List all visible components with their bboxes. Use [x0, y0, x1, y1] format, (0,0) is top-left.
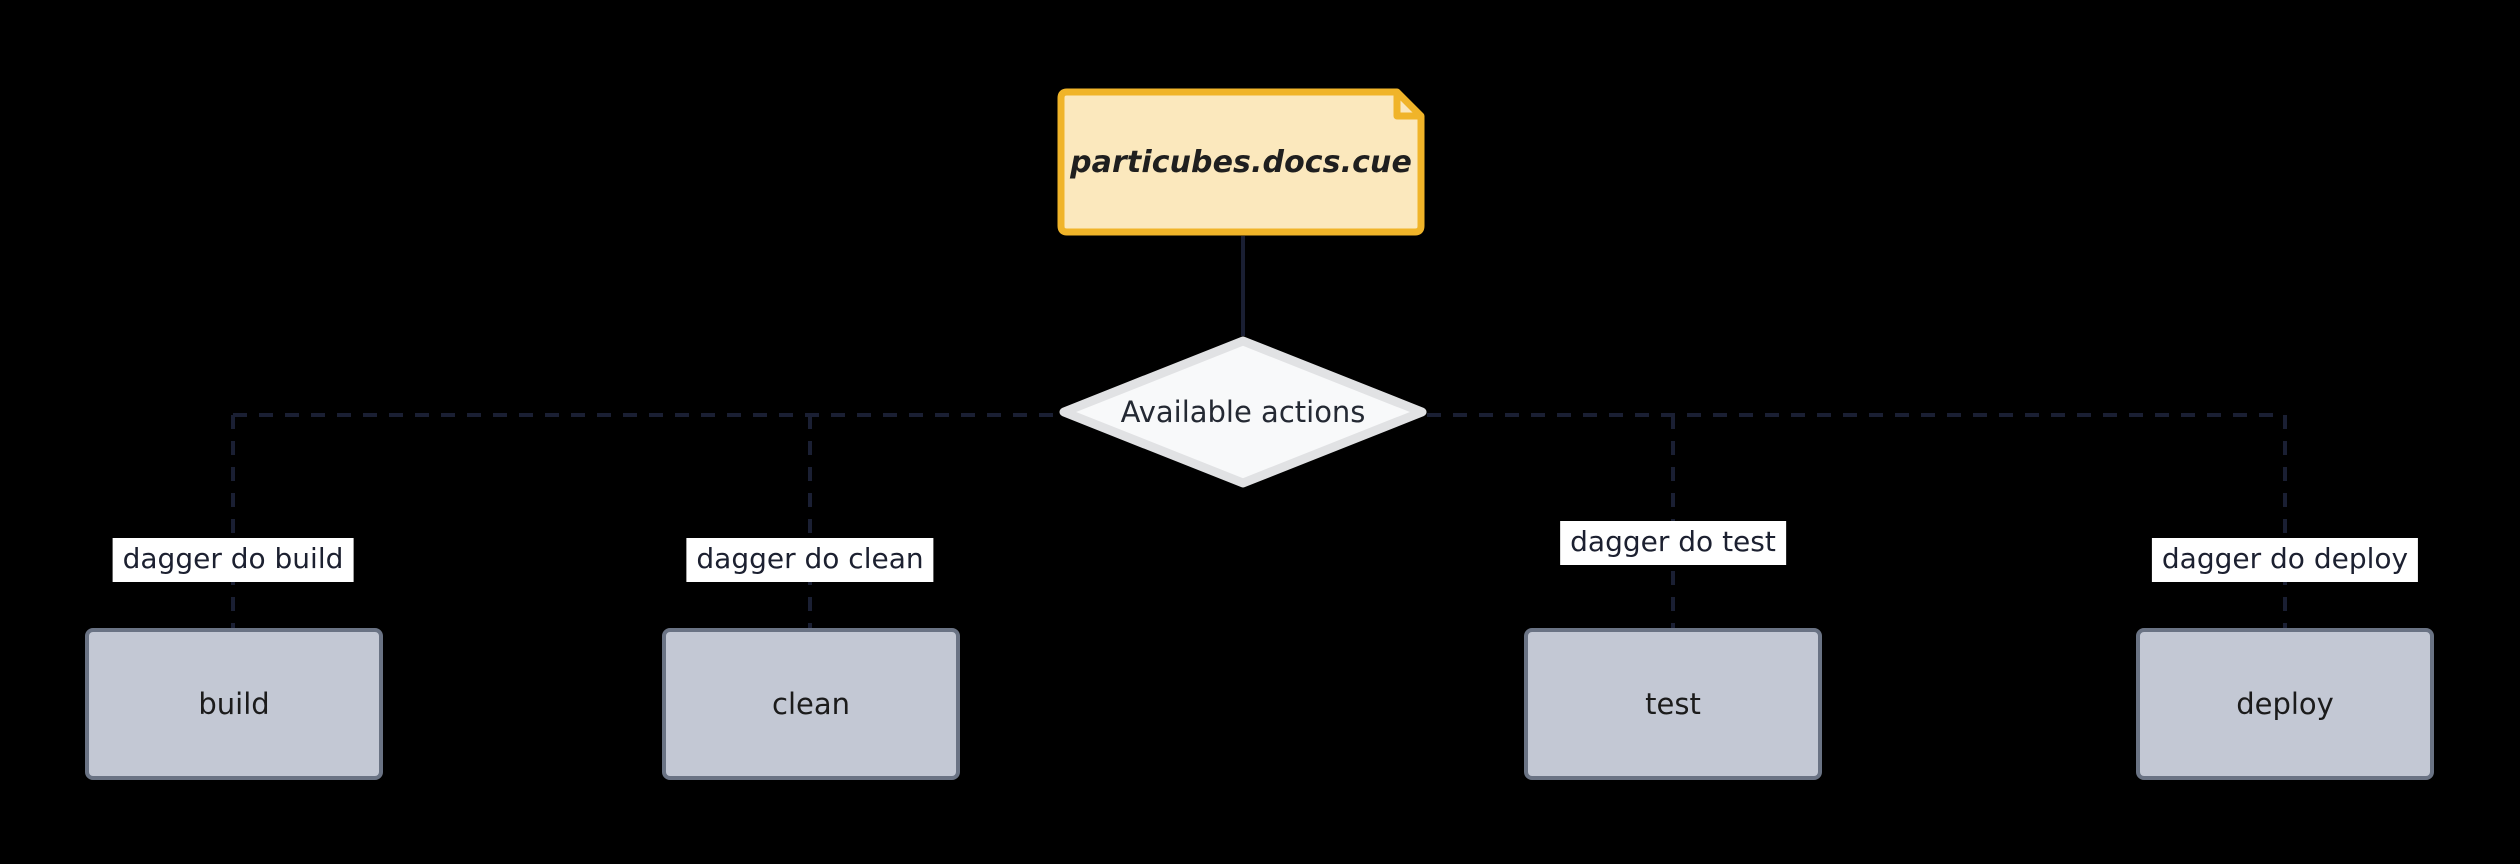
node-decision-available-actions[interactable]: Available actions — [1059, 336, 1427, 488]
node-build-label: build — [198, 687, 270, 721]
node-clean-label: clean — [772, 687, 850, 721]
edge-label-deploy: dagger do deploy — [2151, 538, 2419, 582]
node-clean[interactable]: clean — [662, 628, 960, 780]
node-test[interactable]: test — [1524, 628, 1822, 780]
note-shape-icon — [1057, 88, 1425, 236]
node-source-note[interactable]: particubes.docs.cue — [1057, 88, 1425, 236]
edge-label-build: dagger do build — [112, 538, 354, 582]
node-deploy-label: deploy — [2236, 687, 2334, 721]
node-deploy[interactable]: deploy — [2136, 628, 2434, 780]
node-decision-label: Available actions — [1120, 395, 1366, 429]
node-source-label: particubes.docs.cue — [1070, 144, 1412, 180]
edge-label-test: dagger do test — [1560, 521, 1786, 565]
diamond-shape-icon — [1059, 336, 1427, 488]
edge-label-clean: dagger do clean — [686, 538, 934, 582]
node-test-label: test — [1645, 687, 1701, 721]
node-build[interactable]: build — [85, 628, 383, 780]
